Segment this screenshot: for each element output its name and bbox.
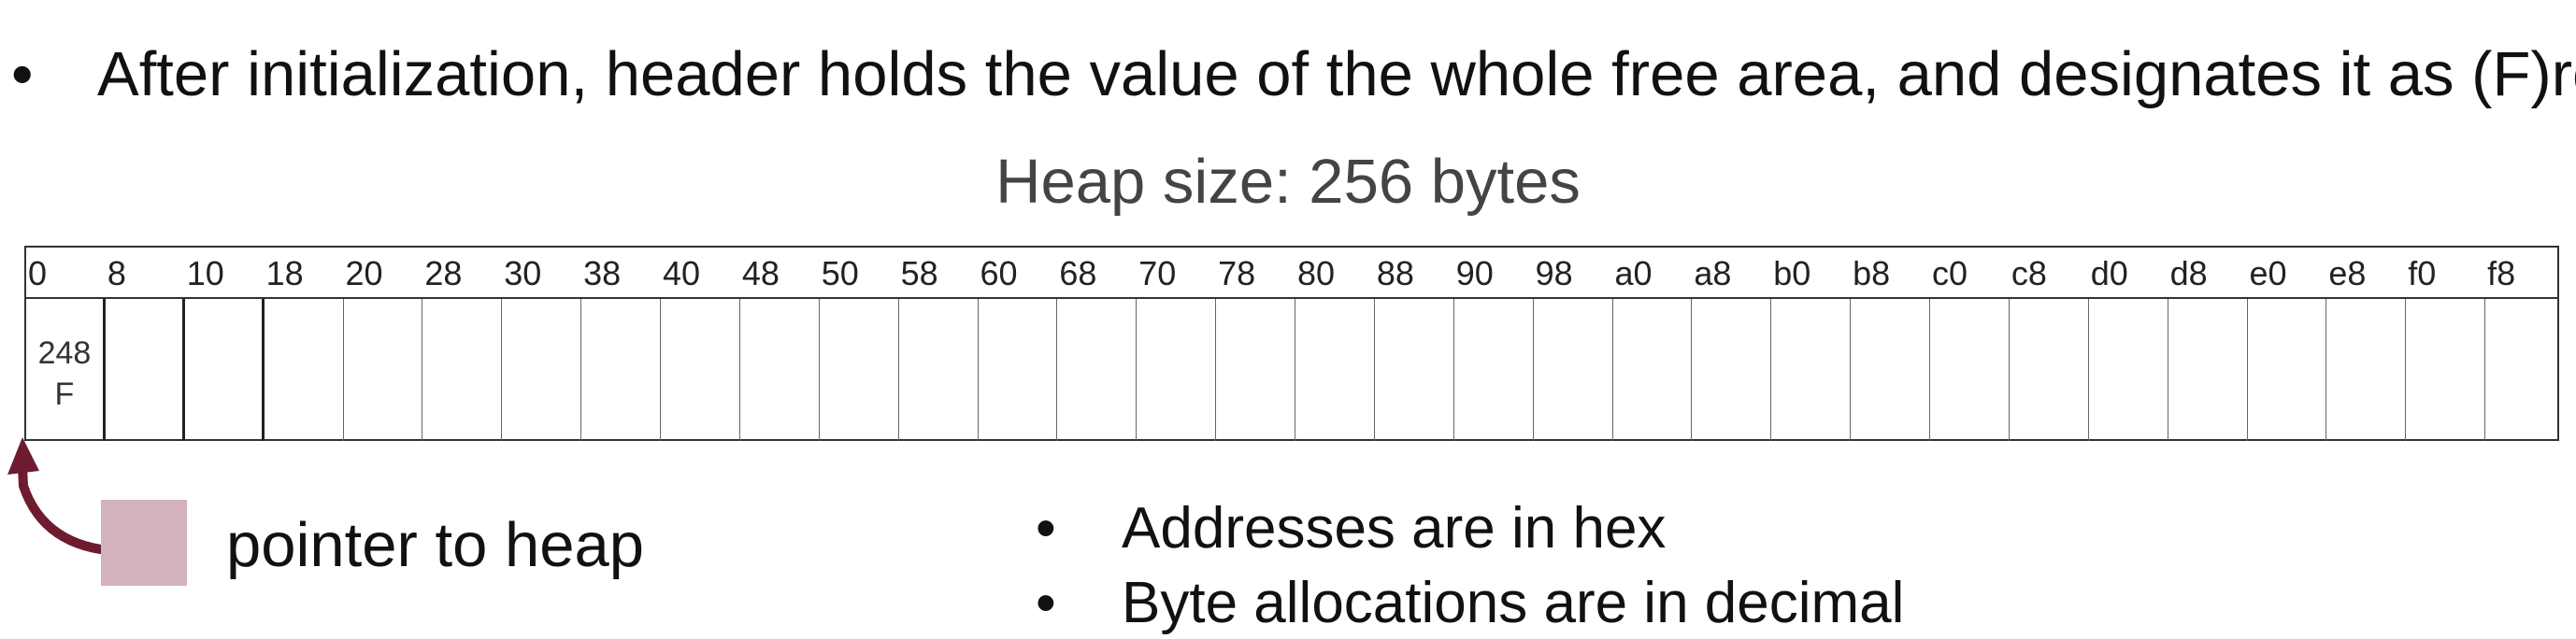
address-label: d0 <box>2090 254 2128 292</box>
heap-cell <box>1216 299 1295 441</box>
address-label: 28 <box>424 254 463 292</box>
address-label: 30 <box>504 254 542 292</box>
heap-cell <box>265 299 344 441</box>
heap-cell <box>1692 299 1772 441</box>
address-row: 0 8 10 18 20 28 30 38 40 48 50 58 60 68 70 78 80 88 90 98 a0… <box>26 248 2557 299</box>
address-label: a0 <box>1614 254 1653 292</box>
address-label: 80 <box>1297 254 1336 292</box>
heap-cell <box>106 299 185 441</box>
heap-cell <box>422 299 503 441</box>
heap-cell <box>1137 299 1217 441</box>
note-text: Addresses are in hex <box>1122 496 1667 561</box>
address-label: 8 <box>107 254 126 292</box>
heap-cell <box>1375 299 1454 441</box>
heap-cell <box>2089 299 2168 441</box>
heap-table: 0 8 10 18 20 28 30 38 40 48 50 58 60 68 70 78 80 88 90 98 a0… <box>24 246 2559 441</box>
heap-cell <box>2010 299 2089 441</box>
heap-cell <box>2248 299 2327 441</box>
heap-cell <box>1771 299 1852 441</box>
header-size-value: 248 <box>37 335 92 371</box>
address-label: e0 <box>2249 254 2287 292</box>
heap-cell <box>1295 299 1375 441</box>
address-label: 0 <box>28 254 48 292</box>
heap-cell <box>661 299 740 441</box>
heap-cell <box>1613 299 1693 441</box>
heap-cell <box>2168 299 2248 441</box>
address-label: e8 <box>2328 254 2367 292</box>
heap-cell <box>1930 299 2010 441</box>
address-label: c8 <box>2011 254 2047 292</box>
address-label: 38 <box>583 254 622 292</box>
heap-cell <box>581 299 661 441</box>
intro-text: After initialization, header holds the v… <box>97 39 2576 109</box>
address-label: f0 <box>2408 254 2437 292</box>
address-label: 18 <box>265 254 304 292</box>
address-label: 50 <box>821 254 859 292</box>
address-label: b0 <box>1773 254 1811 292</box>
address-label: 68 <box>1059 254 1097 292</box>
address-label: 78 <box>1218 254 1256 292</box>
address-label: d8 <box>2169 254 2208 292</box>
heap-cell <box>185 299 265 441</box>
address-label: 10 <box>186 254 224 292</box>
heap-cell <box>502 299 582 441</box>
heap-cell <box>1057 299 1138 441</box>
address-label: 40 <box>663 254 701 292</box>
intro-bullet: • After initialization, header holds the … <box>11 37 2576 112</box>
address-label: c0 <box>1932 254 1968 292</box>
heap-cell <box>979 299 1058 441</box>
header-status-flag: F <box>54 376 75 412</box>
bullet-marker: • <box>1036 496 1056 561</box>
address-label: f8 <box>2487 254 2516 292</box>
address-label: 58 <box>900 254 938 292</box>
note-text: Byte allocations are in decimal <box>1122 571 1905 635</box>
address-label: 60 <box>980 254 1018 292</box>
heap-cell <box>344 299 423 441</box>
heap-cell <box>1851 299 1930 441</box>
heap-cell <box>2406 299 2486 441</box>
address-label: 20 <box>345 254 383 292</box>
heap-title: Heap size: 256 bytes <box>995 147 1581 217</box>
heap-cell <box>2326 299 2407 441</box>
address-label: 88 <box>1376 254 1414 292</box>
address-label: b8 <box>1853 254 1891 292</box>
heap-cell <box>2485 299 2565 441</box>
address-label: 48 <box>741 254 780 292</box>
bullet-marker: • <box>1036 571 1056 635</box>
heap-cell <box>1454 299 1534 441</box>
address-label: 98 <box>1535 254 1573 292</box>
heap-cell <box>899 299 979 441</box>
address-label: a8 <box>1694 254 1732 292</box>
heap-cell <box>1534 299 1613 441</box>
address-label: 90 <box>1455 254 1494 292</box>
address-label: 70 <box>1138 254 1177 292</box>
pointer-label: pointer to heap <box>226 510 645 580</box>
heap-cell <box>740 299 820 441</box>
pointer-swatch <box>101 500 187 586</box>
bullet-marker: • <box>11 39 34 109</box>
heap-cell <box>820 299 899 441</box>
